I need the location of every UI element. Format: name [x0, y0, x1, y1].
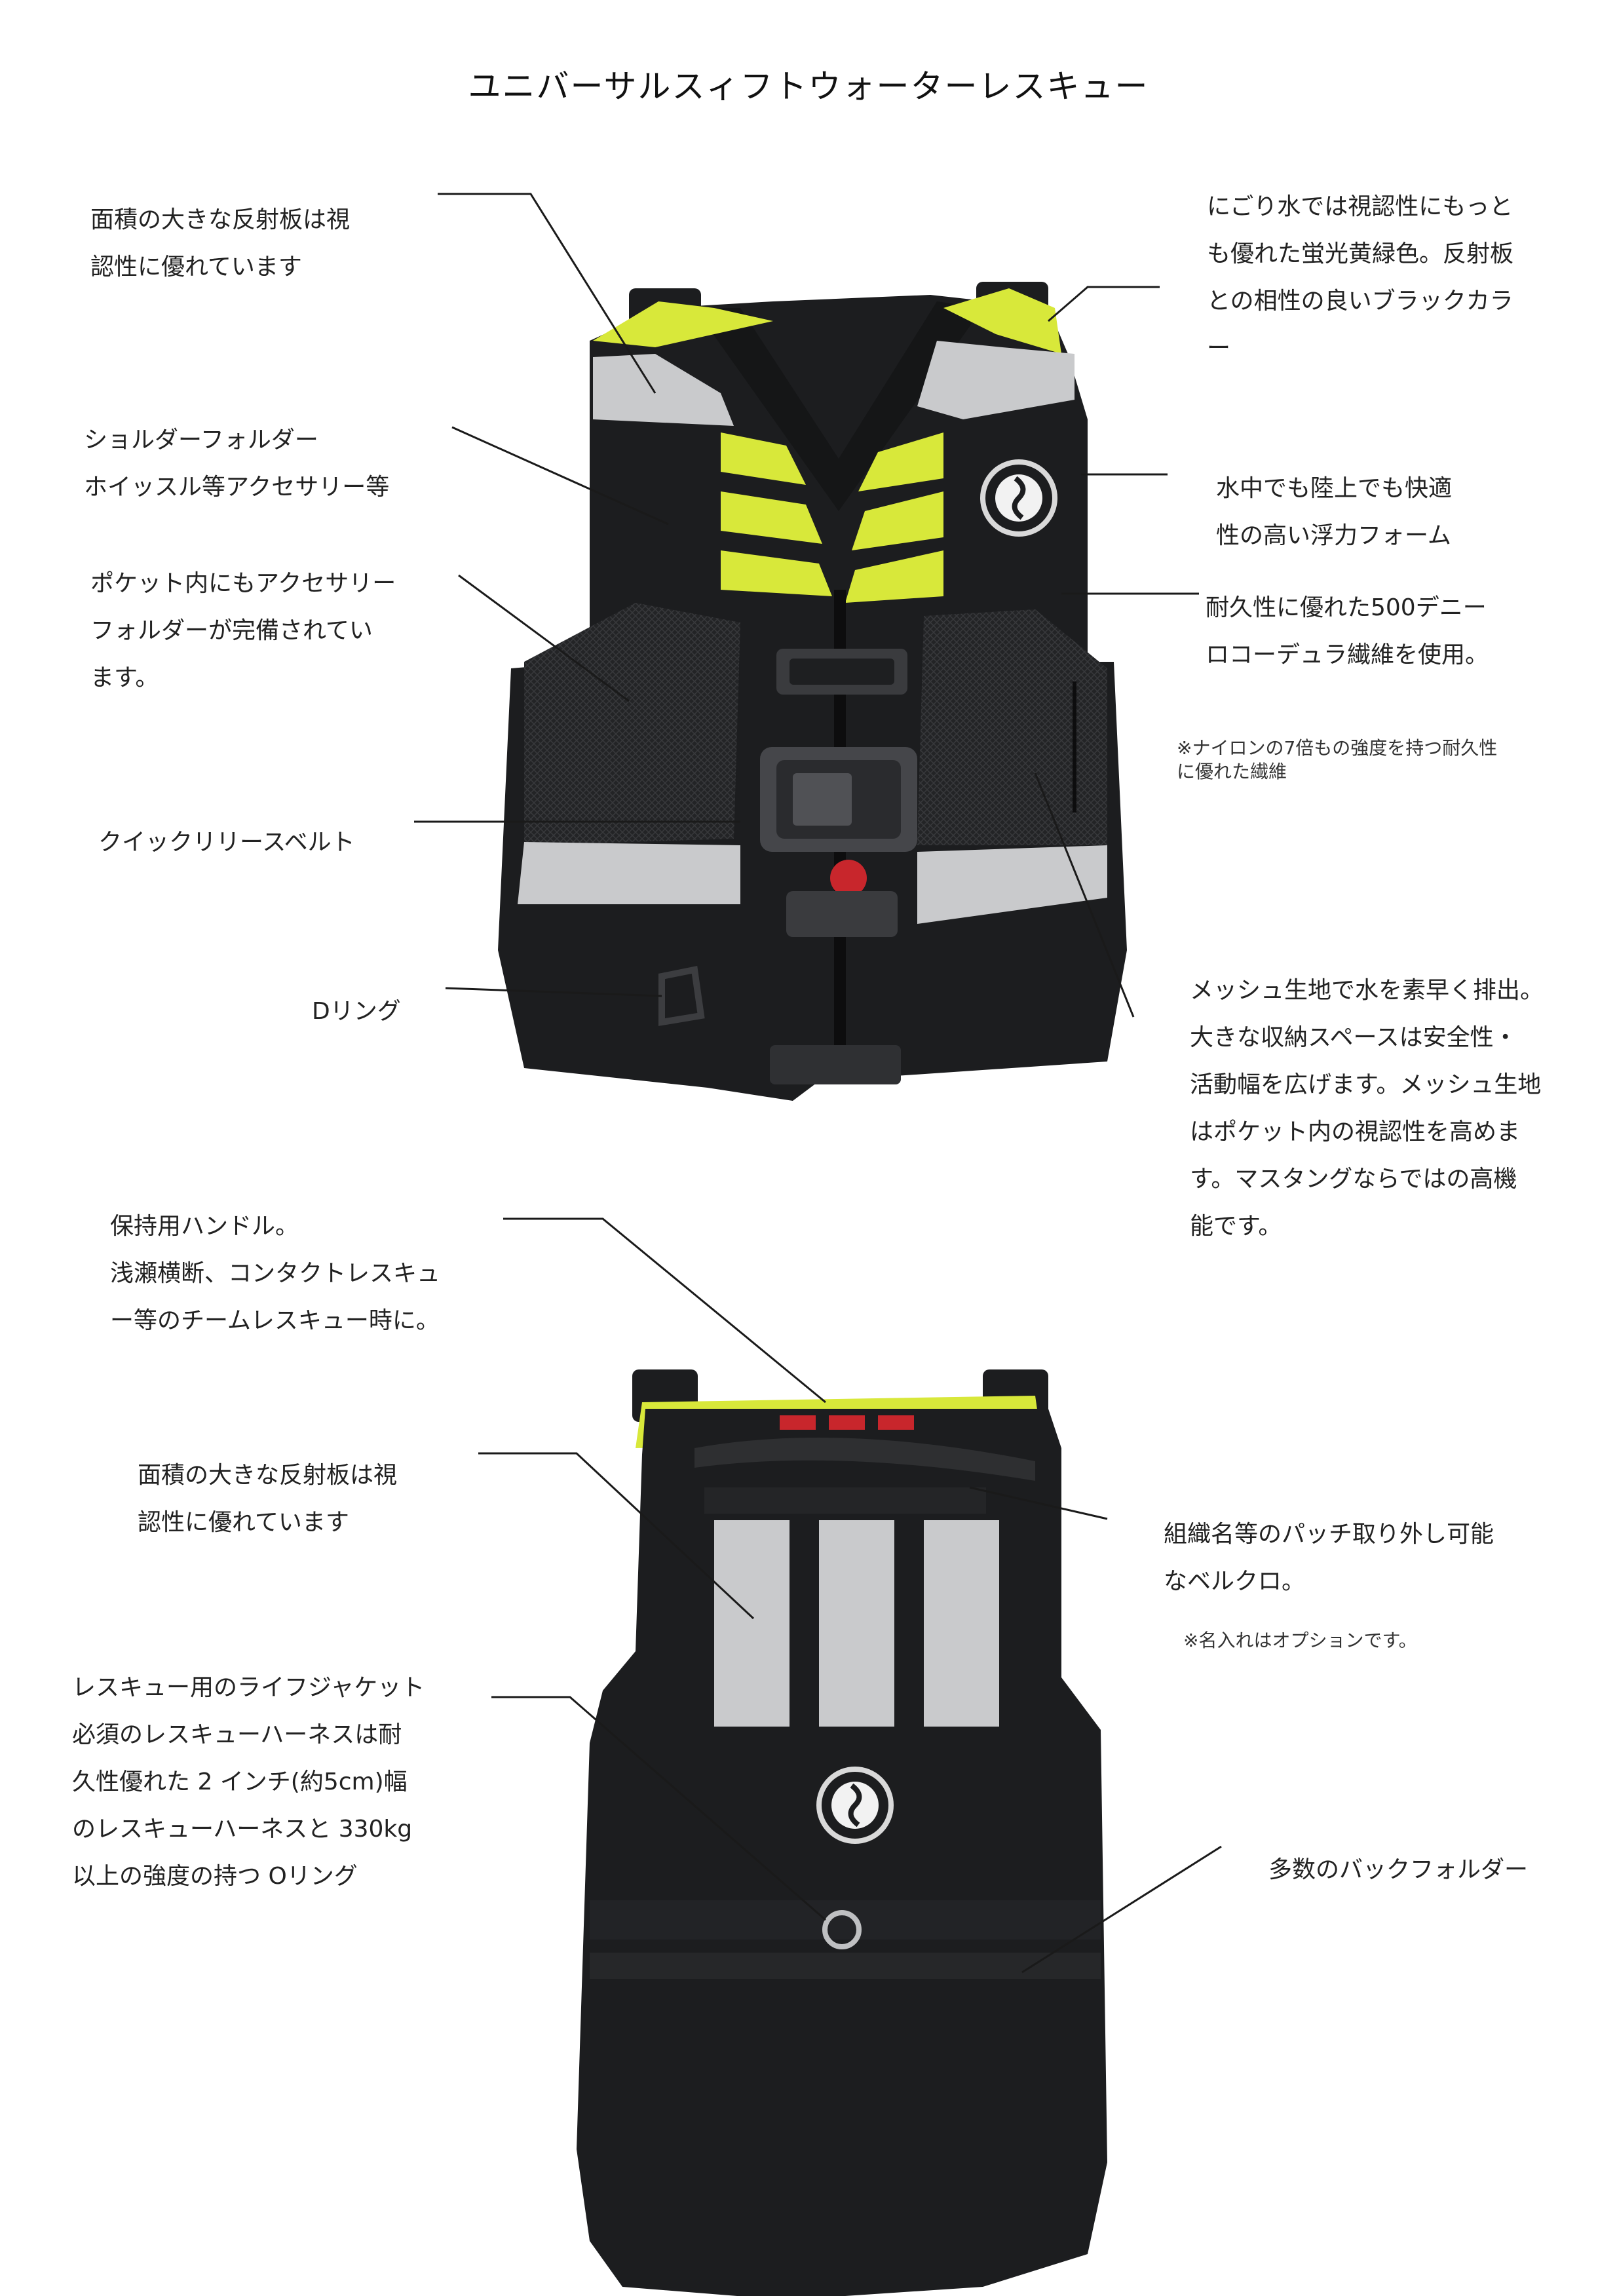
callout-front-mesh: メッシュ生地で水を素早く排出。 大きな収納スペースは安全性・ 活動幅を広げます。… — [1190, 977, 1544, 1240]
callout-front-cordura: 耐久性に優れた500デニー ロコーデュラ繊維を使用。 — [1206, 594, 1489, 668]
callout-front-dring: Dリング — [312, 998, 401, 1025]
back-velcro-patch — [704, 1487, 986, 1514]
front-lower-buckle — [770, 1045, 901, 1084]
front-collar-reflector-left — [593, 354, 734, 426]
callout-back-velcro: 組織名等のパッチ取り外し可能 なベルクロ。 — [1164, 1521, 1494, 1595]
callout-back-reflector: 面積の大きな反射板は視 認性に優れています — [138, 1462, 398, 1536]
callout-front-foam: 水中でも陸上でも快適 性の高い浮力フォーム — [1216, 475, 1453, 549]
front-waist-reflector-right — [917, 845, 1107, 924]
callout-front-belt: クイックリリースベルト — [98, 829, 355, 856]
back-vest — [577, 1369, 1107, 2296]
front-mesh-pocket-right — [917, 609, 1107, 845]
back-reflector-3 — [924, 1520, 999, 1727]
callout-back-holder: 多数のバックフォルダー — [1268, 1856, 1529, 1883]
back-reflector-2 — [819, 1520, 894, 1727]
red-release-ball — [830, 860, 867, 896]
leader-lines — [414, 193, 1222, 1974]
back-red-light-2 — [829, 1415, 865, 1430]
front-waist-reflector-left — [518, 842, 740, 904]
callout-front-cordura-note: ※ナイロンの7倍もの強度を持つ耐久性 に優れた繊維 — [1177, 737, 1498, 782]
callout-front-reflector: 面積の大きな反射板は視 認性に優れています — [90, 206, 351, 280]
front-vest — [498, 282, 1127, 1101]
front-brand-logo — [980, 459, 1057, 537]
back-brand-logo — [816, 1767, 894, 1844]
o-ring — [822, 1910, 862, 1949]
callout-front-pocket: ポケット内にもアクセサリー フォルダーが完備されてい ます。 — [90, 570, 396, 691]
back-reflector-1 — [714, 1520, 789, 1727]
callout-back-velcro-note: ※名入れはオプションです。 — [1183, 1630, 1417, 1651]
back-red-light-1 — [780, 1415, 816, 1430]
callout-front-shoulder: ショルダーフォルダー ホイッスル等アクセサリー等 — [84, 427, 390, 501]
page-title: ユニバーサルスィフトウォーターレスキュー — [468, 67, 1149, 105]
back-red-light-3 — [878, 1415, 914, 1430]
callout-front-color: にごり水では視認性にもっと も優れた蛍光黄緑色。反射板 との相性の良いブラックカ… — [1207, 193, 1514, 362]
d-ring — [658, 966, 705, 1026]
front-collar-reflector-right — [917, 341, 1075, 419]
front-mesh-pocket-left — [524, 603, 740, 845]
callout-back-handle: 保持用ハンドル。 浅瀬横断、コンタクトレスキュ ー等のチームレスキュー時に。 — [110, 1213, 441, 1334]
callout-back-harness: レスキュー用のライフジャケット 必須のレスキューハーネスは耐 久性優れた 2 イ… — [72, 1674, 425, 1890]
front-chevrons — [721, 432, 943, 603]
